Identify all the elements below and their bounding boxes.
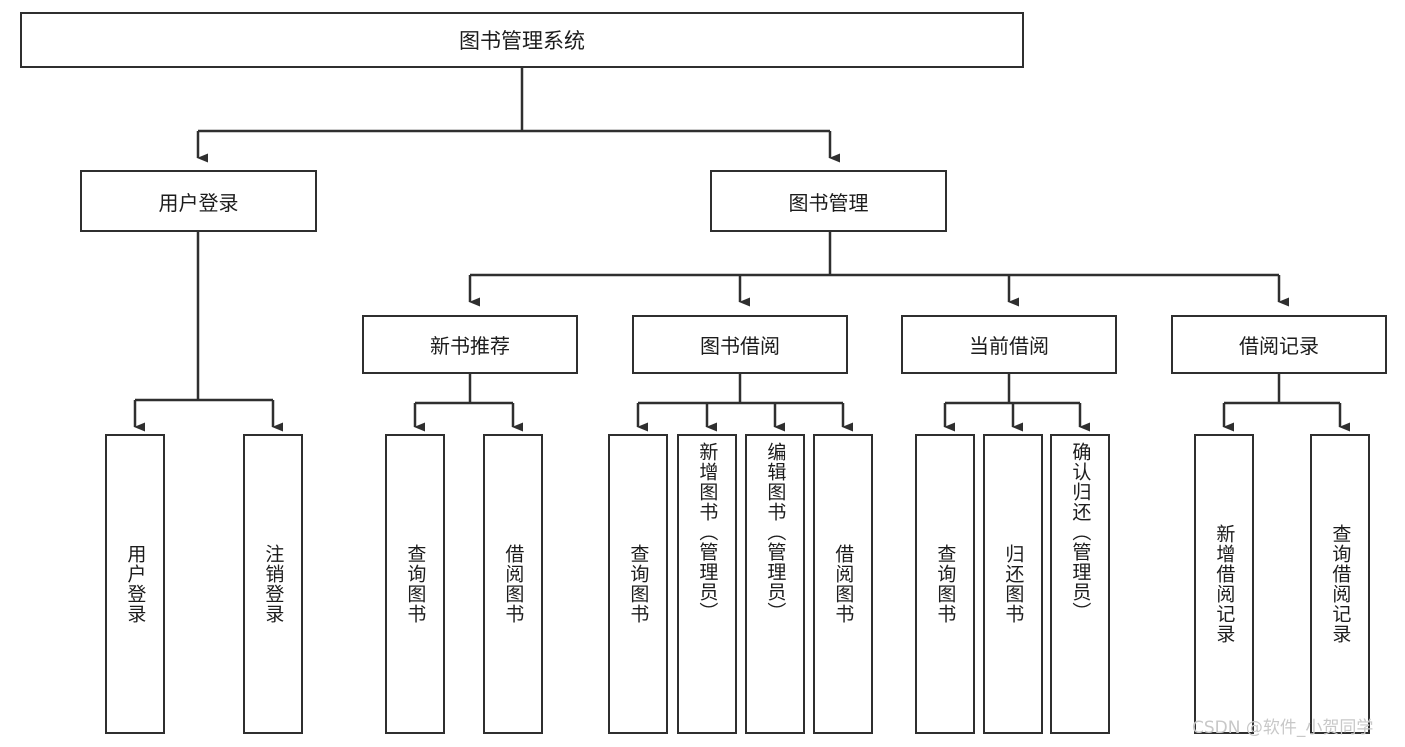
leaf-label: 注销登录 — [262, 544, 285, 624]
leaf-label: 新增借阅记录 — [1213, 524, 1236, 644]
leaf-query-book-current[interactable]: 查询图书 — [915, 434, 975, 734]
node-user-login[interactable]: 用户登录 — [80, 170, 317, 232]
leaf-return-book[interactable]: 归还图书 — [983, 434, 1043, 734]
leaf-user-login[interactable]: 用户登录 — [105, 434, 165, 734]
leaf-confirm-return-admin[interactable]: 确认归还（管理员） — [1050, 434, 1110, 734]
node-label: 图书管理系统 — [459, 29, 585, 53]
leaf-add-book-admin[interactable]: 新增图书（管理员） — [677, 434, 737, 734]
leaf-label: 查询图书 — [627, 544, 650, 624]
watermark: CSDN @软件_小贺同学 — [1192, 718, 1374, 738]
node-book-management[interactable]: 图书管理 — [710, 170, 947, 232]
node-book-borrow[interactable]: 图书借阅 — [632, 315, 848, 374]
node-label: 用户登录 — [158, 190, 239, 215]
leaf-logout[interactable]: 注销登录 — [243, 434, 303, 734]
node-label: 当前借阅 — [969, 334, 1049, 358]
node-current-borrow[interactable]: 当前借阅 — [901, 315, 1117, 374]
leaf-label: 借阅图书 — [832, 544, 855, 624]
node-borrow-record[interactable]: 借阅记录 — [1171, 315, 1387, 374]
node-label: 借阅记录 — [1239, 334, 1319, 358]
leaf-query-book-recommend[interactable]: 查询图书 — [385, 434, 445, 734]
leaf-label: 确认归还（管理员） — [1069, 442, 1092, 622]
leaf-label: 查询借阅记录 — [1329, 524, 1352, 644]
node-new-book-recommend[interactable]: 新书推荐 — [362, 315, 578, 374]
leaf-edit-book-admin[interactable]: 编辑图书（管理员） — [745, 434, 805, 734]
node-root[interactable]: 图书管理系统 — [20, 12, 1024, 68]
node-label: 图书借阅 — [700, 334, 780, 358]
leaf-borrow-book[interactable]: 借阅图书 — [813, 434, 873, 734]
leaf-query-book-borrow[interactable]: 查询图书 — [608, 434, 668, 734]
node-label: 新书推荐 — [430, 334, 510, 358]
leaf-label: 借阅图书 — [502, 544, 525, 624]
leaf-add-borrow-record[interactable]: 新增借阅记录 — [1194, 434, 1254, 734]
leaf-label: 用户登录 — [124, 544, 147, 624]
node-label: 图书管理 — [788, 190, 869, 215]
leaf-label: 查询图书 — [404, 544, 427, 624]
leaf-label: 新增图书（管理员） — [696, 442, 719, 622]
leaf-label: 编辑图书（管理员） — [764, 442, 787, 622]
leaf-borrow-book-recommend[interactable]: 借阅图书 — [483, 434, 543, 734]
leaf-query-borrow-record[interactable]: 查询借阅记录 — [1310, 434, 1370, 734]
leaf-label: 查询图书 — [934, 544, 957, 624]
leaf-label: 归还图书 — [1002, 544, 1025, 624]
